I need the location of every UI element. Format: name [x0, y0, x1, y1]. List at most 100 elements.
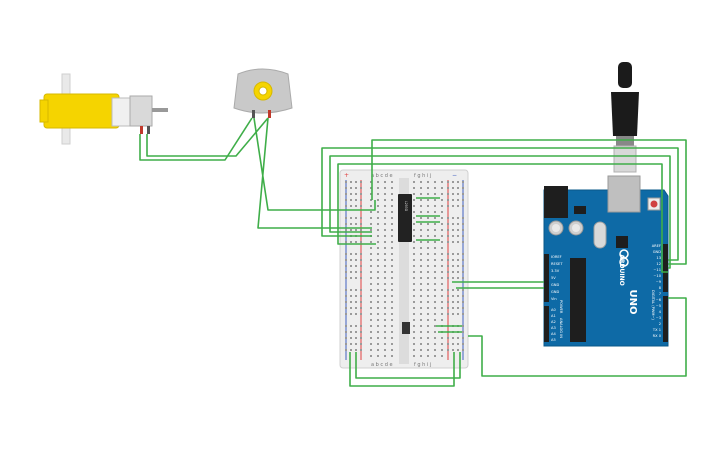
- breadboard-hole[interactable]: [391, 301, 393, 303]
- breadboard-hole[interactable]: [377, 313, 379, 315]
- breadboard-hole[interactable]: [434, 229, 436, 231]
- breadboard-hole[interactable]: [345, 277, 347, 279]
- breadboard-hole[interactable]: [370, 349, 372, 351]
- breadboard-hole[interactable]: [457, 235, 459, 237]
- breadboard-hole[interactable]: [391, 235, 393, 237]
- breadboard-hole[interactable]: [462, 313, 464, 315]
- breadboard-hole[interactable]: [434, 181, 436, 183]
- breadboard-hole[interactable]: [434, 331, 436, 333]
- breadboard-hole[interactable]: [434, 199, 436, 201]
- breadboard-hole[interactable]: [427, 181, 429, 183]
- breadboard-hole[interactable]: [413, 313, 415, 315]
- breadboard-hole[interactable]: [457, 343, 459, 345]
- breadboard-hole[interactable]: [370, 211, 372, 213]
- breadboard-hole[interactable]: [377, 337, 379, 339]
- breadboard-hole[interactable]: [462, 199, 464, 201]
- breadboard-hole[interactable]: [441, 301, 443, 303]
- breadboard-hole[interactable]: [452, 187, 454, 189]
- breadboard-hole[interactable]: [360, 205, 362, 207]
- breadboard-hole[interactable]: [457, 313, 459, 315]
- breadboard-hole[interactable]: [370, 247, 372, 249]
- breadboard-hole[interactable]: [452, 337, 454, 339]
- breadboard-hole[interactable]: [427, 259, 429, 261]
- breadboard-hole[interactable]: [462, 205, 464, 207]
- breadboard-hole[interactable]: [350, 277, 352, 279]
- breadboard-hole[interactable]: [441, 211, 443, 213]
- breadboard-hole[interactable]: [427, 211, 429, 213]
- breadboard-hole[interactable]: [345, 349, 347, 351]
- breadboard-hole[interactable]: [360, 193, 362, 195]
- breadboard-hole[interactable]: [457, 181, 459, 183]
- breadboard-hole[interactable]: [420, 277, 422, 279]
- breadboard-hole[interactable]: [420, 199, 422, 201]
- breadboard-hole[interactable]: [434, 289, 436, 291]
- breadboard-hole[interactable]: [413, 301, 415, 303]
- breadboard-hole[interactable]: [391, 325, 393, 327]
- breadboard-hole[interactable]: [457, 265, 459, 267]
- breadboard-hole[interactable]: [413, 331, 415, 333]
- breadboard-hole[interactable]: [447, 349, 449, 351]
- breadboard-hole[interactable]: [377, 319, 379, 321]
- breadboard-hole[interactable]: [420, 187, 422, 189]
- breadboard-hole[interactable]: [391, 289, 393, 291]
- arduino-power-jack[interactable]: [544, 186, 568, 218]
- breadboard-hole[interactable]: [420, 223, 422, 225]
- breadboard-hole[interactable]: [413, 265, 415, 267]
- breadboard-hole[interactable]: [420, 259, 422, 261]
- breadboard-hole[interactable]: [427, 253, 429, 255]
- breadboard-hole[interactable]: [452, 229, 454, 231]
- breadboard-hole[interactable]: [447, 199, 449, 201]
- breadboard-hole[interactable]: [377, 247, 379, 249]
- breadboard-hole[interactable]: [360, 337, 362, 339]
- breadboard-hole[interactable]: [441, 217, 443, 219]
- breadboard-hole[interactable]: [391, 283, 393, 285]
- breadboard-hole[interactable]: [360, 325, 362, 327]
- breadboard-hole[interactable]: [413, 337, 415, 339]
- breadboard-hole[interactable]: [441, 223, 443, 225]
- breadboard-hole[interactable]: [441, 181, 443, 183]
- breadboard-hole[interactable]: [452, 301, 454, 303]
- breadboard-hole[interactable]: [457, 307, 459, 309]
- breadboard-hole[interactable]: [413, 199, 415, 201]
- digital-header-top[interactable]: [663, 244, 668, 292]
- breadboard-hole[interactable]: [462, 241, 464, 243]
- breadboard-hole[interactable]: [360, 313, 362, 315]
- breadboard-hole[interactable]: [360, 259, 362, 261]
- arduino-uno[interactable]: ARDUINO UNO IOREF RESET 3.3V 5V GND GND …: [543, 175, 669, 347]
- breadboard-hole[interactable]: [427, 283, 429, 285]
- breadboard-hole[interactable]: [462, 289, 464, 291]
- breadboard-hole[interactable]: [452, 307, 454, 309]
- breadboard-hole[interactable]: [360, 307, 362, 309]
- breadboard-hole[interactable]: [377, 265, 379, 267]
- breadboard-hole[interactable]: [370, 319, 372, 321]
- breadboard-hole[interactable]: [434, 259, 436, 261]
- breadboard-hole[interactable]: [384, 343, 386, 345]
- breadboard-hole[interactable]: [420, 301, 422, 303]
- breadboard-hole[interactable]: [447, 259, 449, 261]
- breadboard-hole[interactable]: [384, 211, 386, 213]
- breadboard-hole[interactable]: [384, 337, 386, 339]
- breadboard[interactable]: a b c d e f g h i j a b c d e f g h i j …: [339, 169, 469, 369]
- breadboard-hole[interactable]: [360, 349, 362, 351]
- breadboard-hole[interactable]: [434, 211, 436, 213]
- wire-gearmotor-to-dcmotor-2[interactable]: [146, 117, 269, 157]
- breadboard-hole[interactable]: [457, 223, 459, 225]
- breadboard-hole[interactable]: [413, 211, 415, 213]
- breadboard-hole[interactable]: [457, 253, 459, 255]
- breadboard-hole[interactable]: [447, 295, 449, 297]
- breadboard-hole[interactable]: [384, 217, 386, 219]
- breadboard-hole[interactable]: [370, 343, 372, 345]
- breadboard-hole[interactable]: [441, 271, 443, 273]
- breadboard-hole[interactable]: [384, 265, 386, 267]
- breadboard-hole[interactable]: [447, 343, 449, 345]
- breadboard-hole[interactable]: [384, 223, 386, 225]
- breadboard-hole[interactable]: [462, 235, 464, 237]
- breadboard-hole[interactable]: [360, 181, 362, 183]
- breadboard-hole[interactable]: [370, 277, 372, 279]
- breadboard-hole[interactable]: [420, 229, 422, 231]
- breadboard-hole[interactable]: [355, 271, 357, 273]
- breadboard-hole[interactable]: [345, 223, 347, 225]
- breadboard-hole[interactable]: [420, 343, 422, 345]
- breadboard-hole[interactable]: [420, 241, 422, 243]
- breadboard-hole[interactable]: [377, 331, 379, 333]
